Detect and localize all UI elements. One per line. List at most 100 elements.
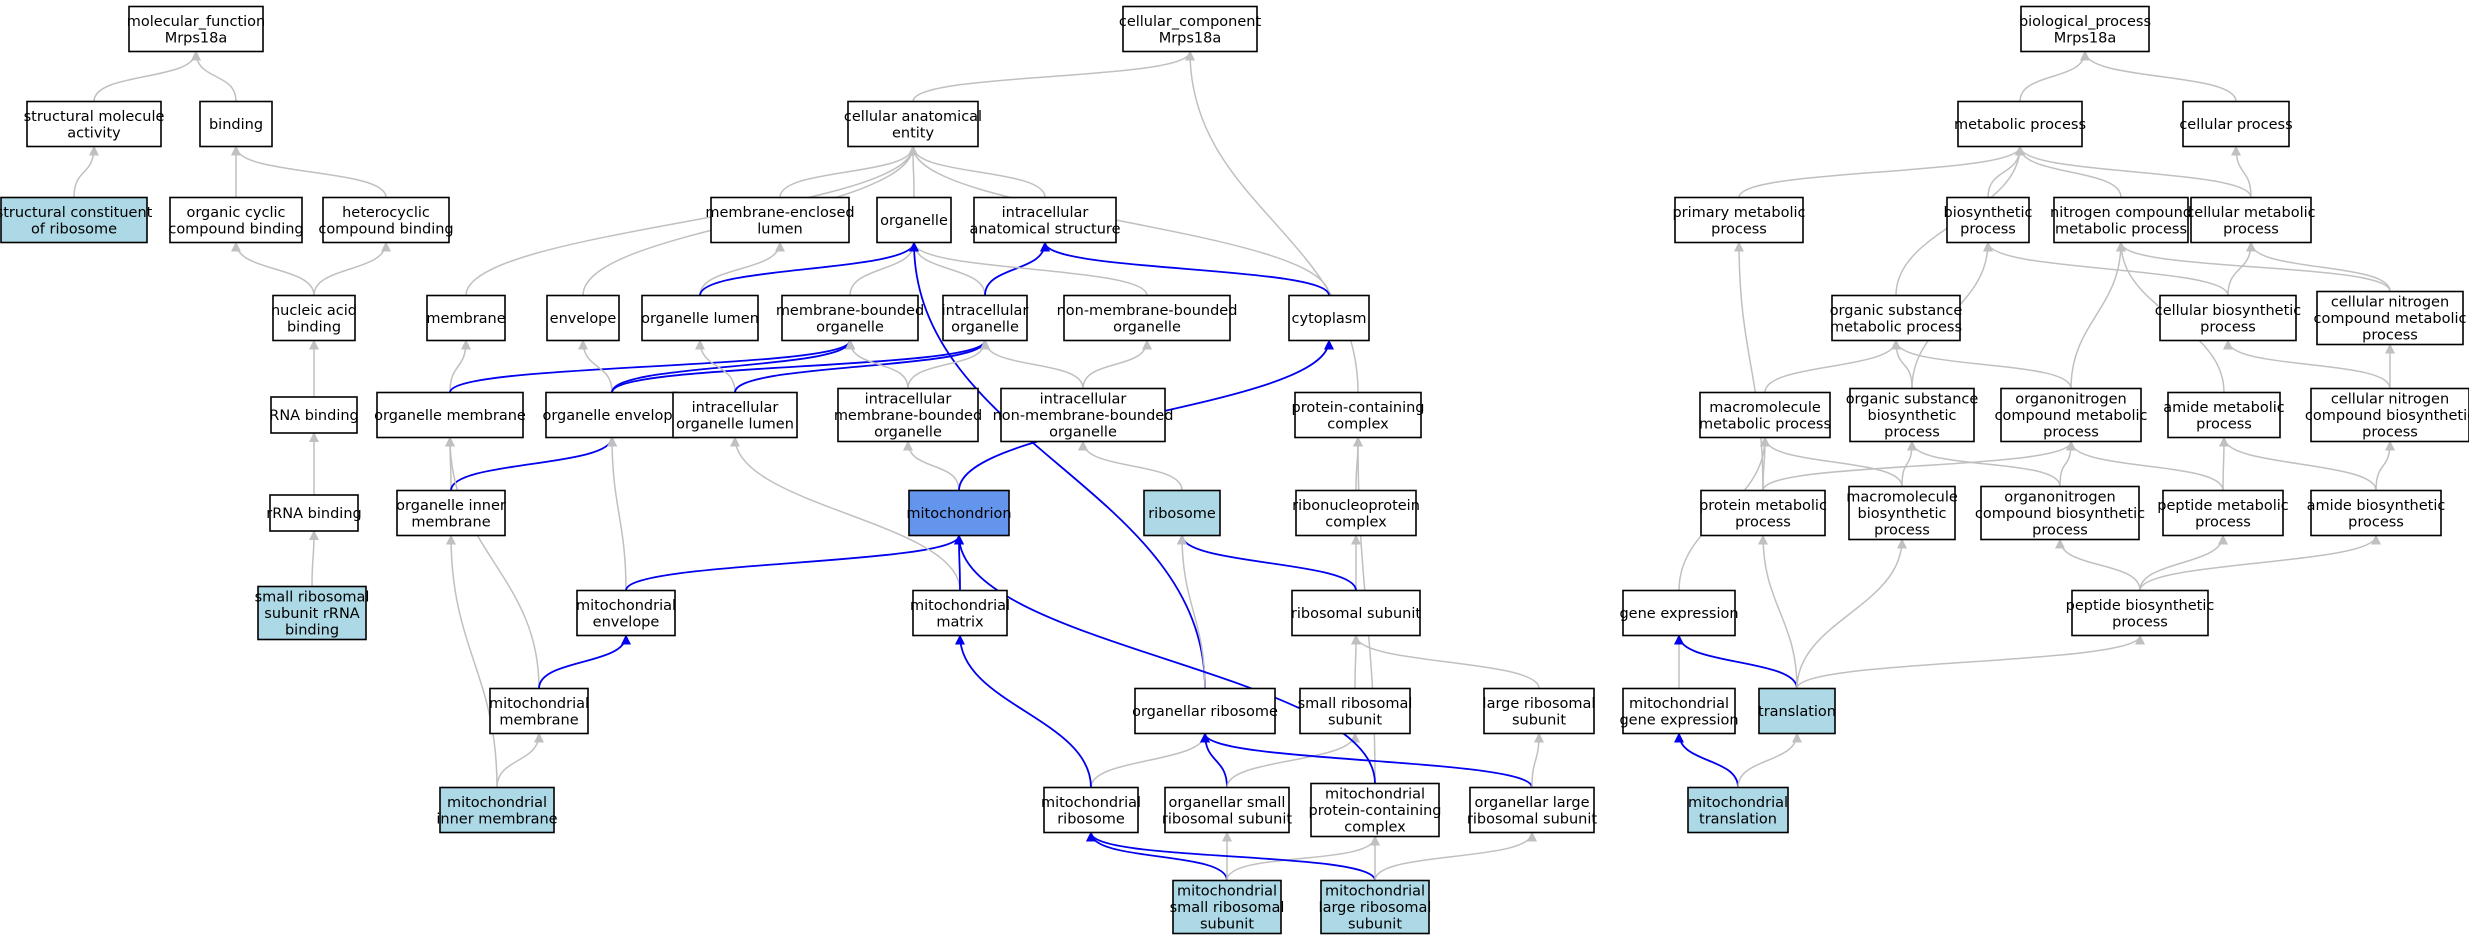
node-label-cellular-anatomical-entity-1: entity — [892, 125, 935, 141]
edge-organellar-large-ribosomal-subunit-to-large-ribosomal-subunit — [1531, 732, 1544, 788]
node-box-mitochondrion — [908, 489, 1010, 537]
node-label-mitochondrial-protein-containing-complex-0: mitochondrial — [1325, 787, 1425, 803]
edge-ribosome-to-intracellular-non-membrane-bounded-organelle — [1078, 440, 1183, 491]
node-organelle-envelope[interactable]: organelle envelope — [542, 391, 682, 439]
node-label-structural-molecule-activity-0: structural molecule — [24, 109, 165, 125]
node-box-small-ribosomal-subunit-rrna-binding — [257, 585, 367, 641]
node-envelope[interactable]: envelope — [546, 294, 620, 342]
node-rna-binding[interactable]: RNA binding — [269, 396, 359, 434]
node-cytoplasm[interactable]: cytoplasm — [1288, 294, 1370, 342]
node-box-organic-substance-metabolic-process — [1831, 294, 1961, 342]
node-organelle[interactable]: organelle — [876, 196, 952, 244]
node-box-nucleic-acid-binding — [272, 294, 356, 342]
node-label-cellular-nitrogen-compound-biosynthetic-process-1: compound biosynthetic — [2305, 408, 2469, 424]
node-box-metabolic-process — [1957, 100, 2083, 148]
node-ribosomal-subunit[interactable]: ribosomal subunit — [1291, 589, 1421, 637]
node-metabolic-process[interactable]: metabolic process — [1954, 100, 2086, 148]
node-organelle-lumen[interactable]: organelle lumen — [641, 294, 759, 342]
edge-small-ribosomal-subunit-to-ribosomal-subunit — [1350, 634, 1361, 689]
node-gene-expression[interactable]: gene expression — [1619, 589, 1739, 637]
node-label-organonitrogen-compound-metabolic-process-1: compound metabolic — [1995, 408, 2148, 424]
node-label-organic-substance-metabolic-process-1: metabolic process — [1830, 319, 1962, 335]
node-label-cellular-metabolic-process-0: cellular metabolic — [2186, 205, 2315, 221]
node-label-organic-substance-metabolic-process-0: organic substance — [1830, 303, 1963, 319]
node-label-small-ribosomal-subunit-0: small ribosomal — [1298, 696, 1413, 712]
edge-peptide-biosynthetic-process-to-peptide-metabolic-process — [2139, 534, 2228, 591]
edge-intracellular-organelle-lumen-to-organelle-lumen — [695, 339, 736, 393]
node-cellular-process[interactable]: cellular process — [2179, 100, 2293, 148]
edge-macromolecule-biosynthetic-process-to-organic-substance-biosynthetic-process — [1901, 440, 1917, 487]
edge-intracellular-anatomical-structure-to-cellular-anatomical-entity — [908, 145, 1046, 198]
node-mitochondrion[interactable]: mitochondrion — [906, 489, 1012, 537]
node-box-membrane — [426, 294, 506, 342]
node-membrane[interactable]: membrane — [426, 294, 506, 342]
node-organellar-ribosome[interactable]: organellar ribosome — [1132, 687, 1278, 735]
node-binding[interactable]: binding — [199, 100, 273, 148]
node-label-intracellular-organelle-lumen-1: organelle lumen — [676, 416, 794, 432]
node-organelle-membrane[interactable]: organelle membrane — [374, 391, 526, 439]
node-intracellular-non-membrane-bounded-organelle[interactable]: intracellularnon-membrane-boundedorganel… — [993, 387, 1174, 443]
node-ribosome[interactable]: ribosome — [1143, 489, 1221, 537]
node-translation[interactable]: translation — [1758, 687, 1836, 735]
node-rrna-binding[interactable]: rRNA binding — [266, 494, 362, 532]
node-label-peptide-metabolic-process-0: peptide metabolic — [2157, 498, 2289, 514]
edge-cellular-nitrogen-compound-metabolic-process-to-nitrogen-compound-metabolic-process — [2116, 241, 2391, 292]
node-label-structural-molecule-activity-1: activity — [67, 125, 121, 141]
node-label-cc-0: cellular_component — [1119, 14, 1262, 30]
node-box-nitrogen-compound-metabolic-process — [2053, 196, 2189, 244]
edge-mitochondrial-large-ribosomal-subunit-to-organellar-large-ribosomal-subunit — [1374, 831, 1537, 881]
